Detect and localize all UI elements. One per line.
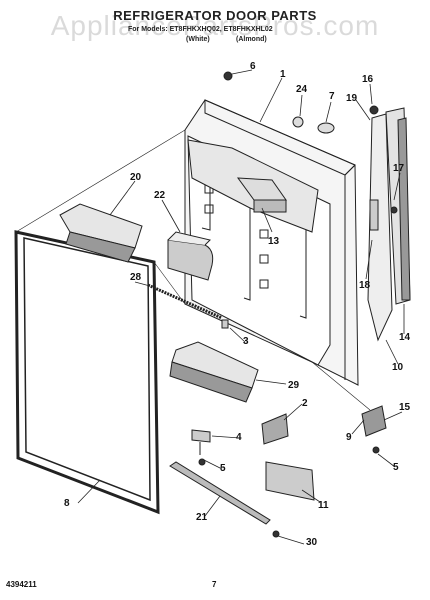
color-almond-label: (Almond) bbox=[236, 36, 267, 43]
leader-lines bbox=[77, 69, 405, 545]
callout-2: 2 bbox=[302, 398, 308, 409]
callout-22: 22 bbox=[154, 190, 166, 201]
callout-5-right: 5 bbox=[393, 462, 399, 473]
callout-20: 20 bbox=[130, 172, 142, 183]
door-handle-assembly bbox=[367, 107, 411, 342]
callout-5-left: 5 bbox=[220, 463, 226, 474]
watermark: AppliancePartsPros.com bbox=[50, 10, 380, 41]
callout-18: 18 bbox=[359, 280, 371, 291]
callout-1: 1 bbox=[280, 69, 286, 80]
callout-19: 19 bbox=[346, 93, 358, 104]
callout-6: 6 bbox=[250, 61, 256, 72]
callout-13: 13 bbox=[268, 236, 280, 247]
hinge-cover-part-2 bbox=[261, 413, 289, 445]
door-bin-part-29 bbox=[169, 341, 259, 403]
bracket-part-4 bbox=[191, 429, 211, 455]
color-white-label: (White) bbox=[186, 36, 210, 43]
screw-parts bbox=[198, 71, 398, 538]
callout-21: 21 bbox=[196, 512, 208, 523]
callout-8: 8 bbox=[64, 498, 70, 509]
callout-4: 4 bbox=[236, 432, 242, 443]
door-bin-part-20 bbox=[59, 203, 143, 263]
door-liner-part-1 bbox=[184, 99, 359, 386]
callout-11: 11 bbox=[318, 500, 329, 511]
callout-7: 7 bbox=[329, 91, 335, 102]
shelf-rod-part-28 bbox=[147, 283, 229, 329]
callout-9: 9 bbox=[346, 432, 352, 443]
callout-14: 14 bbox=[399, 332, 411, 343]
callout-10: 10 bbox=[392, 362, 404, 373]
callout-17: 17 bbox=[393, 163, 405, 174]
hinge-part-15 bbox=[361, 405, 387, 437]
callout-15: 15 bbox=[399, 402, 411, 413]
callout-30: 30 bbox=[306, 537, 318, 548]
callout-24: 24 bbox=[296, 84, 308, 95]
toe-plate-part-11 bbox=[265, 461, 315, 501]
callout-28: 28 bbox=[130, 272, 142, 283]
page-title: REFRIGERATOR DOOR PARTS bbox=[113, 8, 317, 23]
egg-bin-part-22 bbox=[167, 231, 214, 281]
door-trim-part-21 bbox=[169, 461, 271, 525]
callout-29: 29 bbox=[288, 380, 300, 391]
models-subtitle: For Models: ET8FHKXHQ02, ET8FHKXHL02 bbox=[128, 26, 273, 33]
callout-3: 3 bbox=[243, 336, 249, 347]
callout-16: 16 bbox=[362, 74, 374, 85]
assembly-outline bbox=[15, 129, 371, 411]
footer-page-number: 7 bbox=[212, 580, 217, 589]
footer-part-number: 4394211 bbox=[6, 580, 37, 589]
